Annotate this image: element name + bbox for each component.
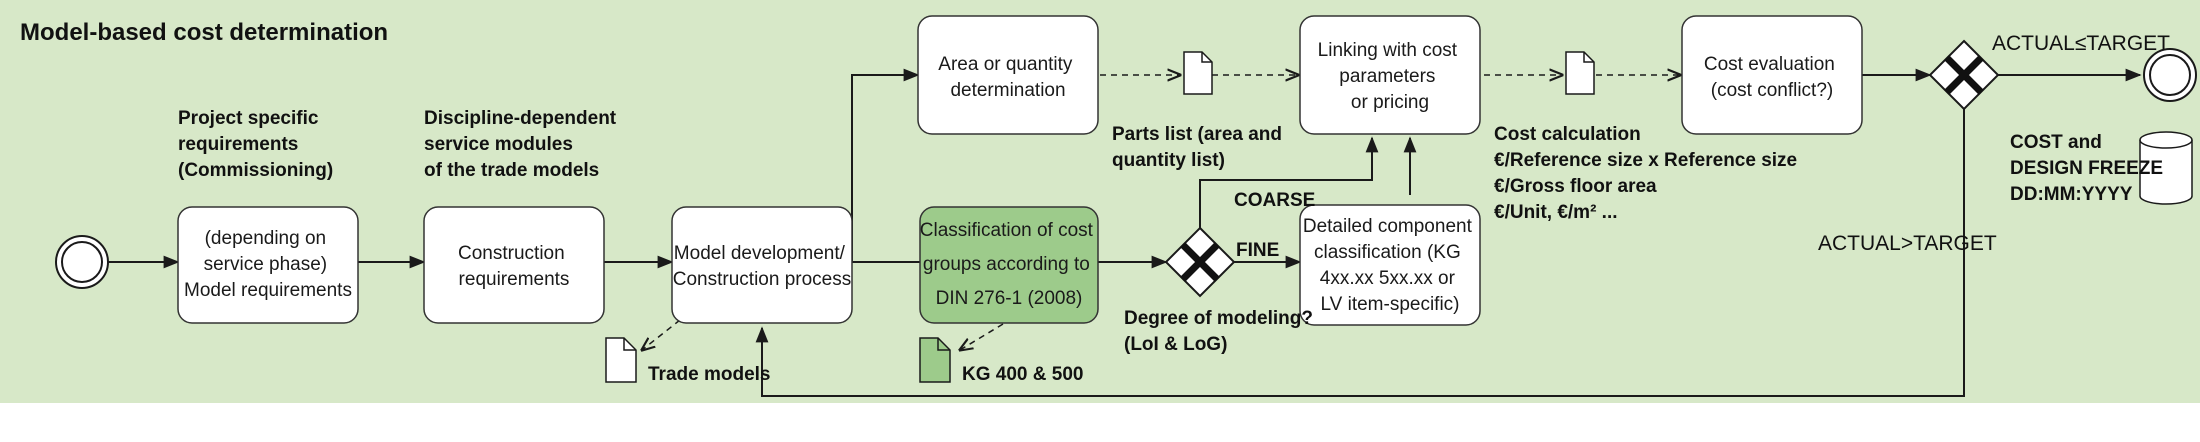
cost-freeze-annotation: COST and DESIGN FREEZE DD:MM:YYYY [2010,132,2168,205]
cost-evaluation-label: Cost evaluation (cost conflict?) [1704,54,1840,101]
trade-models-label: Trade models [648,364,771,385]
detailed-component-task [1299,204,1481,326]
end-event [2143,48,2197,102]
actual-gt-target-label: ACTUAL>TARGET [1818,232,1997,255]
kg-document-icon [919,337,951,383]
document-icon [1565,51,1595,95]
cost-calculation-annotation: Cost calculation €/Reference size x Refe… [1494,124,1802,223]
sequence-flows [108,68,2142,397]
kg-label: KG 400 & 500 [962,364,1083,385]
construction-requirements-label: Construction requirements [458,243,570,290]
model-development-label: Model development/ Construction process [673,243,851,290]
discipline-annotation: Discipline-dependent service modules of … [424,108,621,181]
coarse-label: COARSE [1234,190,1315,211]
parts-list-annotation: Parts list (area and quantity list) [1112,124,1287,171]
fine-label: FINE [1236,240,1279,261]
detailed-component-label: Detailed component classification (KG 4x… [1303,216,1477,315]
model-requirements-task [177,206,359,324]
trade-models-document-icon [605,337,637,383]
degree-of-modeling-annotation: Degree of modeling? (LoI & LoG) [1124,308,1318,355]
area-quantity-task [917,15,1099,135]
linking-label: Linking with cost parameters or pricing [1318,40,1463,113]
swimlane-band [0,0,2200,403]
classification-task [919,206,1099,324]
start-event [55,235,109,289]
document-icon [1183,51,1213,95]
database-icon [2139,131,2193,205]
model-development-task [671,206,853,324]
construction-requirements-task [423,206,605,324]
linking-task [1299,15,1481,135]
data-flows [642,75,1680,350]
area-quantity-label: Area or quantity determination [938,54,1077,101]
cost-evaluation-task [1681,15,1863,135]
degree-of-modeling-gateway [1164,226,1236,298]
classification-label: Classification of cost groups according … [920,220,1098,309]
model-requirements-label: (depending on service phase) Model requi… [184,228,352,301]
actual-le-target-label: ACTUAL≤TARGET [1992,32,2170,55]
diagram-title: Model-based cost determination [20,19,388,46]
project-specific-annotation: Project specific requirements (Commissio… [178,108,333,181]
cost-target-gateway [1928,39,2000,111]
